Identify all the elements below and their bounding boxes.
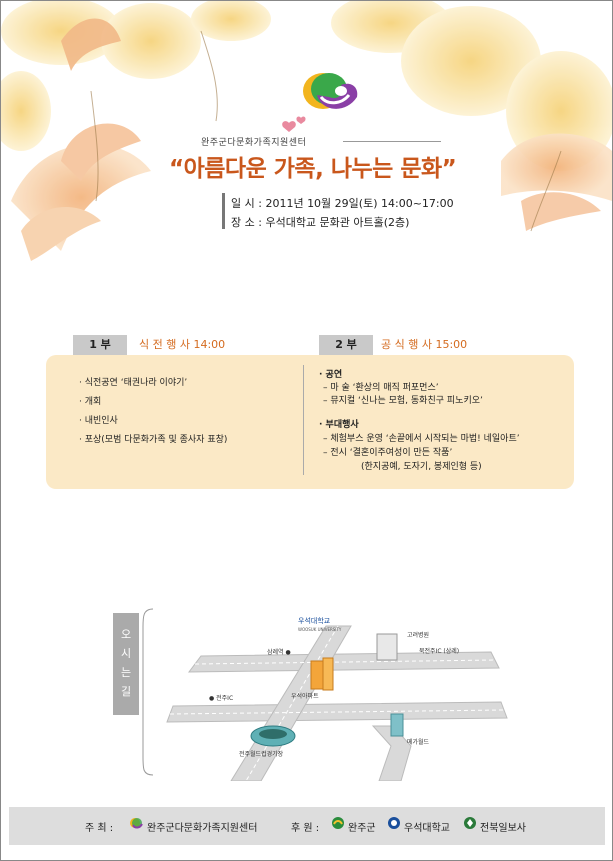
part1-tag: 1 부 (73, 335, 127, 355)
host-label: 주 최 : (85, 823, 114, 834)
center-logo-icon (130, 818, 143, 829)
part2-section-events: · 부대행사 (319, 420, 359, 430)
university-label: 우석대학교 (298, 616, 331, 625)
directions-char: 오 (120, 628, 132, 641)
sponsor-name: 완주군 (348, 823, 376, 834)
part2-tag: 2 부 (319, 335, 373, 355)
center-logo-icon (303, 73, 358, 109)
page-title: “아름다운 가족, 나누는 문화” (169, 156, 457, 182)
place-info: 장 소 : 우석대학교 문화관 아트홀(2층) (231, 214, 409, 230)
organization-name: 완주군다문화가족지원센터 (201, 138, 307, 148)
university-en-label: WOOSUK UNIVERSITY (298, 627, 342, 632)
place-label: 장 소 : (231, 216, 262, 229)
footer (9, 807, 605, 845)
part2-title: 공 식 행 사 15:00 (381, 338, 468, 351)
part2-section-performance: · 공연 (319, 370, 343, 380)
map-bracket (142, 608, 154, 776)
jeonju-ic-label: ● 전주IC (209, 694, 233, 702)
part2-item: – 전시 ‘결혼이주여성이 만든 작품’ (323, 448, 453, 458)
sponsor-label: 후 원 : (291, 823, 320, 834)
date-info: 일 시 : 2011년 10월 29일(토) 14:00~17:00 (231, 195, 454, 211)
directions-label: 오 시 는 길 (113, 613, 139, 715)
bukjeonju-ic-label: 북전주IC (삼례) (419, 647, 459, 655)
location-map: 우석대학교 WOOSUK UNIVERSITY 고려병원 북전주IC (삼례) … (166, 616, 508, 781)
directions-char: 시 (120, 647, 132, 660)
jeonbuk-ilbo-logo-icon (464, 817, 476, 829)
program-divider (303, 365, 304, 475)
directions-char: 는 (120, 666, 132, 679)
samnye-station-label: 삼례역 ● (267, 648, 291, 656)
part1-item: · 식전공연 ‘태권나라 이야기’ (79, 378, 188, 388)
stadium-label: 전주월드컵경기장 (239, 750, 284, 758)
part1-item: · 내빈인사 (79, 416, 118, 426)
flower-decoration (1, 1, 612, 261)
host-name: 완주군다문화가족지원센터 (147, 823, 258, 834)
date-label: 일 시 : (231, 197, 262, 210)
apartment-label: 우석아파트 (291, 692, 319, 700)
part2-item: (한지공예, 도자기, 봉제인형 등) (361, 462, 482, 472)
megaworld-label: 메가월드 (407, 738, 430, 746)
part1-item: · 포상(모범 다문화가족 및 종사자 표창) (79, 435, 228, 445)
woosuk-logo-icon (388, 817, 400, 829)
part1-title: 식 전 행 사 14:00 (139, 338, 226, 351)
divider (343, 141, 441, 142)
directions-char: 길 (120, 685, 132, 698)
info-bar (222, 193, 225, 229)
date-value: 2011년 10월 29일(토) 14:00~17:00 (265, 197, 454, 210)
part2-item: – 뮤지컬 ‘신나는 모험, 동화친구 피노키오’ (323, 396, 483, 406)
part2-item: – 체험부스 운영 ‘손끝에서 시작되는 마법! 네일아트’ (323, 434, 520, 444)
sponsor-name: 전북일보사 (480, 823, 526, 834)
part1-item: · 개회 (79, 397, 102, 407)
part2-item: – 마 술 ‘환상의 매직 퍼포먼스’ (323, 383, 439, 393)
program-box (46, 355, 574, 489)
wanju-logo-icon (332, 817, 344, 829)
place-value: 우석대학교 문화관 아트홀(2층) (265, 216, 410, 229)
sponsor-name: 우석대학교 (404, 823, 450, 834)
hospital-label: 고려병원 (407, 631, 429, 639)
